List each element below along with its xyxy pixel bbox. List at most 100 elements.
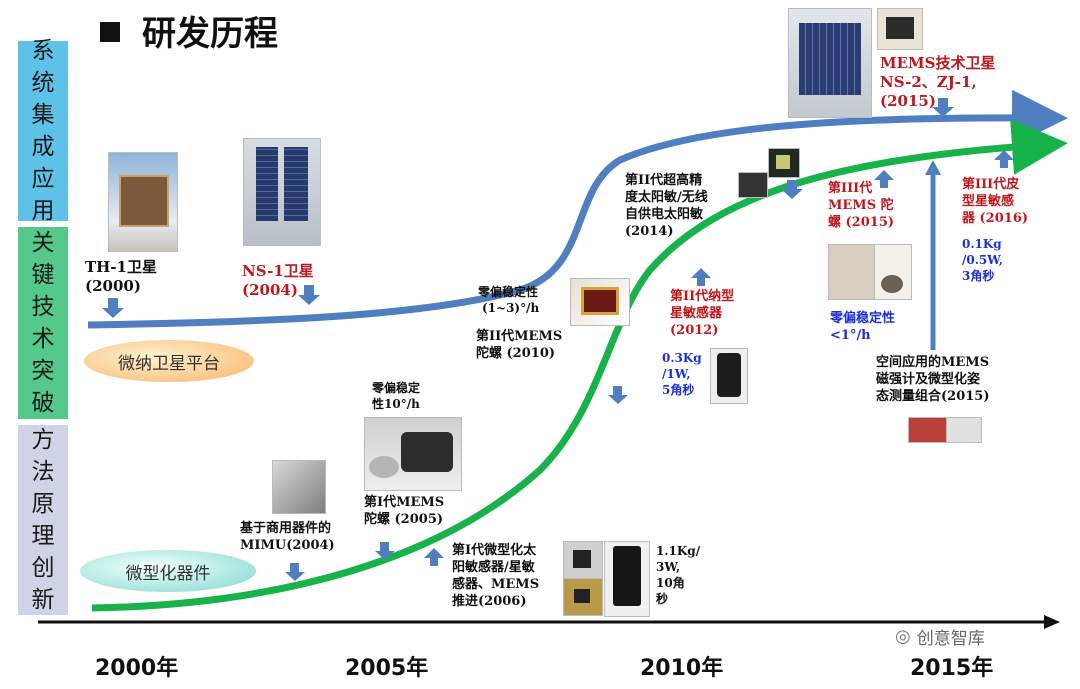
year-2010: 2010年 bbox=[640, 656, 724, 681]
star-sensor-3-spec: 3角秒 bbox=[962, 269, 995, 283]
ns1-satellite-photo bbox=[243, 138, 321, 246]
magnetometer-photo-b bbox=[946, 417, 982, 443]
gyro-3-photo-b bbox=[874, 244, 912, 300]
star-sensor-1-photo bbox=[604, 541, 650, 617]
side-label-method: 方法原理创新 bbox=[18, 425, 68, 615]
mems-satellite-photo bbox=[788, 8, 872, 118]
gyro-2-line: 陀螺 (2010) bbox=[476, 346, 556, 361]
th1-year: (2000) bbox=[85, 277, 141, 295]
mems-sat-year: (2015) bbox=[880, 92, 936, 110]
star-sensor-2-spec: 5角秒 bbox=[662, 383, 695, 397]
magnetometer-line: 磁强计及微型化姿 bbox=[876, 372, 981, 387]
sun-sensor-2-line: 自供电太阳敏 bbox=[625, 207, 704, 222]
milestone-th1: TH-1卫星 (2000) bbox=[85, 258, 157, 296]
platform-track-label: 微纳卫星平台 bbox=[118, 353, 220, 374]
gyro-2-bias-line: (1~3)°/h bbox=[482, 301, 540, 315]
sun-sensor-1-photo-a bbox=[563, 541, 603, 579]
milestone-star-sensor-2: 第II代纳型 星敏感器 (2012) bbox=[670, 288, 734, 339]
side-label-key-tech: 关键技术突破 bbox=[18, 227, 68, 419]
side-label-char: 突 bbox=[31, 358, 55, 384]
platform-curve bbox=[87, 89, 1068, 329]
side-label-char: 法 bbox=[31, 459, 55, 485]
device-curve bbox=[91, 118, 1068, 612]
mimu-photo bbox=[272, 460, 326, 514]
star-sensor-2-line: 第II代纳型 bbox=[670, 289, 735, 304]
gyro-1-bias-line: 零偏稳定 bbox=[372, 381, 421, 395]
th1-satellite-photo bbox=[108, 152, 178, 252]
star-sensor-2-spec: 0.3Kg bbox=[662, 351, 702, 365]
gyro-2-bias: 零偏稳定性 (1~3)°/h bbox=[478, 284, 539, 316]
ns1-year: (2004) bbox=[242, 281, 298, 299]
sun-sensor-1-line: 推进(2006) bbox=[452, 594, 527, 609]
gyro-3-bias-line: <1°/h bbox=[830, 328, 871, 343]
pointer-arrows bbox=[102, 98, 1014, 581]
star-sensor-3-line: 第III代皮 bbox=[962, 177, 1020, 192]
gyro-3-line: 螺 (2015) bbox=[828, 215, 895, 230]
milestone-sun-sensor-1: 第I代微型化太 阳敏感器/星敏 感器、MEMS 推进(2006) bbox=[452, 542, 539, 610]
watermark-text: 创意智库 bbox=[916, 629, 985, 649]
side-label-char: 用 bbox=[31, 198, 55, 224]
page-title-text: 研发历程 bbox=[142, 14, 278, 54]
gyro-3-photo-a bbox=[828, 244, 876, 300]
sun-sensor-2-line: (2014) bbox=[625, 224, 674, 239]
star-sensor-1-spec: 3W, bbox=[656, 560, 681, 574]
sun-sensor-2-line: 第II代超高精 bbox=[625, 173, 703, 188]
gyro-1-line: 陀螺 (2005) bbox=[364, 512, 444, 527]
star-sensor-1-spec: 10角 bbox=[656, 576, 685, 590]
ns1-name: NS-1卫星 bbox=[242, 262, 314, 280]
milestone-mimu: 基于商用器件的 MIMU(2004) bbox=[240, 520, 335, 554]
watermark: ◎ 创意智库 bbox=[895, 624, 985, 649]
side-label-char: 创 bbox=[31, 555, 55, 581]
star-sensor-2-specs: 0.3Kg /1W, 5角秒 bbox=[662, 350, 702, 398]
gyro-2-bias-line: 零偏稳定性 bbox=[478, 285, 539, 299]
side-label-char: 统 bbox=[31, 70, 55, 96]
magnetometer-photo-a bbox=[908, 417, 948, 443]
wechat-icon: ◎ bbox=[895, 626, 911, 647]
milestone-gyro-1: 第I代MEMS 陀螺 (2005) bbox=[364, 494, 444, 528]
sun-sensor-2-photo-a bbox=[738, 172, 768, 198]
page-title: 研发历程 bbox=[100, 6, 278, 55]
milestone-star-sensor-3: 第III代皮 型星敏感 器 (2016) bbox=[962, 176, 1028, 227]
year-2015: 2015年 bbox=[910, 656, 994, 681]
side-label-char: 成 bbox=[31, 134, 55, 160]
star-sensor-2-photo bbox=[710, 348, 748, 404]
star-sensor-3-specs: 0.1Kg /0.5W, 3角秒 bbox=[962, 236, 1003, 284]
gyro-2-line: 第II代MEMS bbox=[476, 329, 563, 344]
magnetometer-arrowhead bbox=[925, 160, 941, 175]
star-sensor-3-spec: /0.5W, bbox=[962, 253, 1004, 267]
side-label-char: 应 bbox=[31, 166, 55, 192]
year-2005: 2005年 bbox=[345, 656, 429, 681]
gyro-3-line: 第III代 bbox=[828, 181, 873, 196]
sun-sensor-2-photo-b bbox=[768, 148, 800, 178]
side-label-char: 术 bbox=[31, 326, 55, 352]
title-bullet bbox=[100, 21, 120, 42]
device-track-pill: 微型化器件 bbox=[80, 550, 256, 592]
side-label-char: 系 bbox=[31, 38, 55, 64]
year-2000: 2000年 bbox=[95, 656, 179, 681]
star-sensor-1-spec: 秒 bbox=[656, 592, 669, 606]
star-sensor-3-spec: 0.1Kg bbox=[962, 237, 1002, 251]
magnetometer-line: 空间应用的MEMS bbox=[876, 355, 990, 370]
milestone-gyro-2: 第II代MEMS 陀螺 (2010) bbox=[476, 328, 562, 362]
mimu-line: MIMU(2004) bbox=[240, 538, 335, 553]
milestone-ns1: NS-1卫星 (2004) bbox=[242, 262, 314, 300]
milestone-mems-satellite: MEMS技术卫星 NS-2、ZJ-1, (2015) bbox=[880, 54, 995, 111]
mems-sat-detail: NS-2、ZJ-1, bbox=[880, 73, 977, 91]
zj1-satellite-photo bbox=[877, 8, 923, 50]
gyro-1-line: 第I代MEMS bbox=[364, 495, 445, 510]
sun-sensor-1-line: 阳敏感器/星敏 bbox=[452, 560, 535, 575]
gyro-3-bias-line: 零偏稳定性 bbox=[830, 311, 896, 326]
gyro-1-photo bbox=[364, 417, 462, 491]
device-track-label: 微型化器件 bbox=[125, 563, 211, 584]
side-label-char: 原 bbox=[31, 491, 55, 517]
magnetometer-line: 态测量组合(2015) bbox=[876, 389, 990, 404]
side-label-char: 集 bbox=[31, 102, 55, 128]
sun-sensor-1-line: 感器、MEMS bbox=[452, 577, 540, 592]
star-sensor-3-line: 型星敏感 bbox=[962, 194, 1015, 209]
mems-sat-name: MEMS技术卫星 bbox=[880, 54, 996, 72]
side-label-char: 键 bbox=[31, 262, 55, 288]
star-sensor-2-line: 星敏感器 bbox=[670, 306, 723, 321]
milestone-gyro-3: 第III代 MEMS 陀 螺 (2015) bbox=[828, 180, 894, 231]
side-label-char: 新 bbox=[31, 587, 55, 613]
